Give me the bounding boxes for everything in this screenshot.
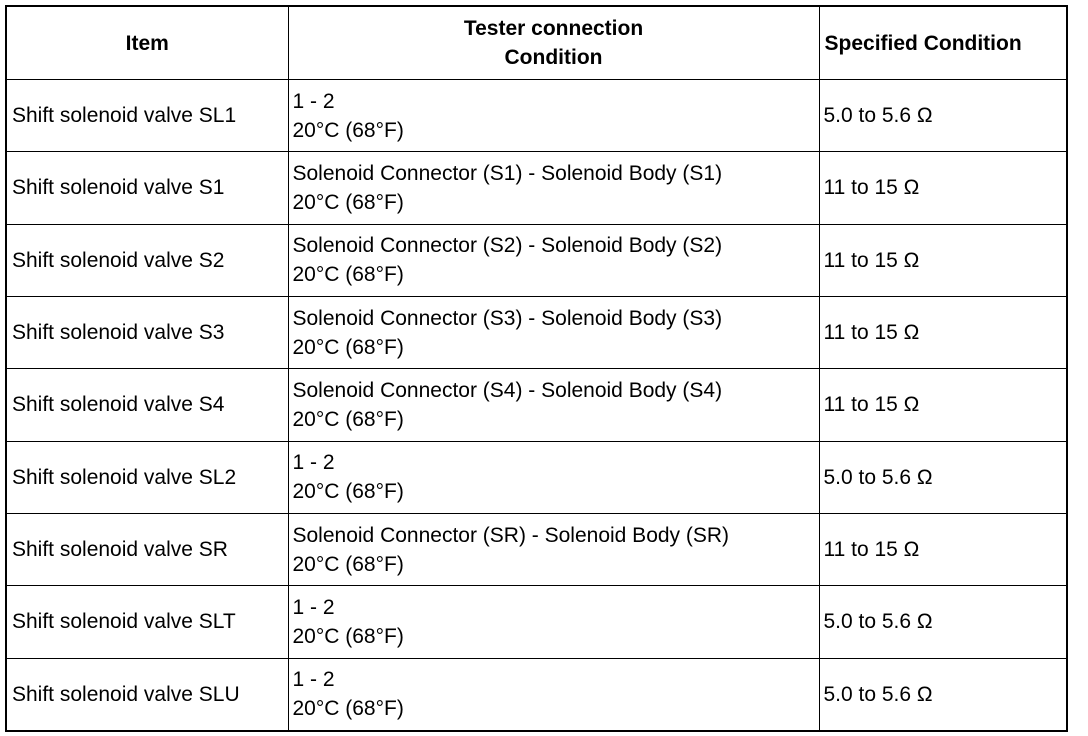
table-header: Item Tester connection Condition Specifi… — [5, 5, 1068, 80]
condition-cell: Solenoid Connector (S4) - Solenoid Body … — [287, 368, 820, 442]
item-cell: Shift solenoid valve SR — [5, 512, 289, 587]
header-specified-condition: Specified Condition — [818, 5, 1068, 80]
header-tester-line1: Tester connection — [463, 17, 644, 40]
connection-text: 1 - 2 — [292, 595, 335, 619]
temperature-text: 20°C (68°F) — [292, 190, 404, 214]
condition-cell: Solenoid Connector (S1) - Solenoid Body … — [287, 151, 820, 225]
connection-text: 1 - 2 — [292, 451, 335, 475]
connection-text: Solenoid Connector (SR) - Solenoid Body … — [292, 523, 730, 547]
condition-cell: Solenoid Connector (S3) - Solenoid Body … — [287, 295, 820, 370]
connection-text: Solenoid Connector (S4) - Solenoid Body … — [292, 378, 723, 402]
temperature-text: 20°C (68°F) — [292, 624, 404, 648]
item-cell: Shift solenoid valve SL1 — [5, 78, 289, 153]
table-row: Shift solenoid valve SLT 1 - 2 20°C (68°… — [5, 585, 1068, 659]
temperature-text: 20°C (68°F) — [292, 480, 404, 504]
table-body: Shift solenoid valve SL1 1 - 2 20°C (68°… — [5, 78, 1068, 732]
specified-cell: 11 to 15 Ω — [818, 295, 1068, 370]
header-tester-connection: Tester connection Condition — [287, 5, 820, 80]
condition-cell: Solenoid Connector (S2) - Solenoid Body … — [287, 223, 820, 297]
item-cell: Shift solenoid valve S3 — [5, 295, 289, 370]
item-cell: Shift solenoid valve SLU — [5, 657, 289, 732]
table-row: Shift solenoid valve SR Solenoid Connect… — [5, 512, 1068, 587]
table-row: Shift solenoid valve S1 Solenoid Connect… — [5, 151, 1068, 225]
specified-cell: 5.0 to 5.6 Ω — [818, 78, 1068, 153]
header-tester-line2: Condition — [504, 46, 603, 69]
table-row: Shift solenoid valve S3 Solenoid Connect… — [5, 295, 1068, 370]
table-row: Shift solenoid valve S2 Solenoid Connect… — [5, 223, 1068, 297]
condition-cell: 1 - 2 20°C (68°F) — [287, 585, 820, 659]
specification-table: Item Tester connection Condition Specifi… — [5, 5, 1068, 732]
specified-cell: 11 to 15 Ω — [818, 512, 1068, 587]
condition-cell: Solenoid Connector (SR) - Solenoid Body … — [287, 512, 820, 587]
table-row: Shift solenoid valve SL1 1 - 2 20°C (68°… — [5, 78, 1068, 153]
item-cell: Shift solenoid valve SL2 — [5, 440, 289, 514]
connection-text: Solenoid Connector (S2) - Solenoid Body … — [292, 234, 723, 258]
connection-text: Solenoid Connector (S3) - Solenoid Body … — [292, 306, 723, 330]
temperature-text: 20°C (68°F) — [292, 407, 404, 431]
specified-cell: 11 to 15 Ω — [818, 368, 1068, 442]
temperature-text: 20°C (68°F) — [292, 697, 404, 721]
item-cell: Shift solenoid valve S1 — [5, 151, 289, 225]
item-cell: Shift solenoid valve S4 — [5, 368, 289, 442]
header-item: Item — [5, 5, 289, 80]
specified-cell: 5.0 to 5.6 Ω — [818, 657, 1068, 732]
table-row: Shift solenoid valve SLU 1 - 2 20°C (68°… — [5, 657, 1068, 732]
condition-cell: 1 - 2 20°C (68°F) — [287, 78, 820, 153]
table-row: Shift solenoid valve S4 Solenoid Connect… — [5, 368, 1068, 442]
temperature-text: 20°C (68°F) — [292, 335, 404, 359]
specified-cell: 11 to 15 Ω — [818, 151, 1068, 225]
table-row: Shift solenoid valve SL2 1 - 2 20°C (68°… — [5, 440, 1068, 514]
item-cell: Shift solenoid valve S2 — [5, 223, 289, 297]
connection-text: 1 - 2 — [292, 89, 335, 113]
specified-cell: 11 to 15 Ω — [818, 223, 1068, 297]
specified-cell: 5.0 to 5.6 Ω — [818, 585, 1068, 659]
connection-text: 1 - 2 — [292, 668, 335, 692]
condition-cell: 1 - 2 20°C (68°F) — [287, 657, 820, 732]
condition-cell: 1 - 2 20°C (68°F) — [287, 440, 820, 514]
specified-cell: 5.0 to 5.6 Ω — [818, 440, 1068, 514]
temperature-text: 20°C (68°F) — [292, 118, 404, 142]
header-row: Item Tester connection Condition Specifi… — [5, 5, 1068, 80]
connection-text: Solenoid Connector (S1) - Solenoid Body … — [292, 161, 723, 185]
temperature-text: 20°C (68°F) — [292, 552, 404, 576]
temperature-text: 20°C (68°F) — [292, 263, 404, 287]
item-cell: Shift solenoid valve SLT — [5, 585, 289, 659]
